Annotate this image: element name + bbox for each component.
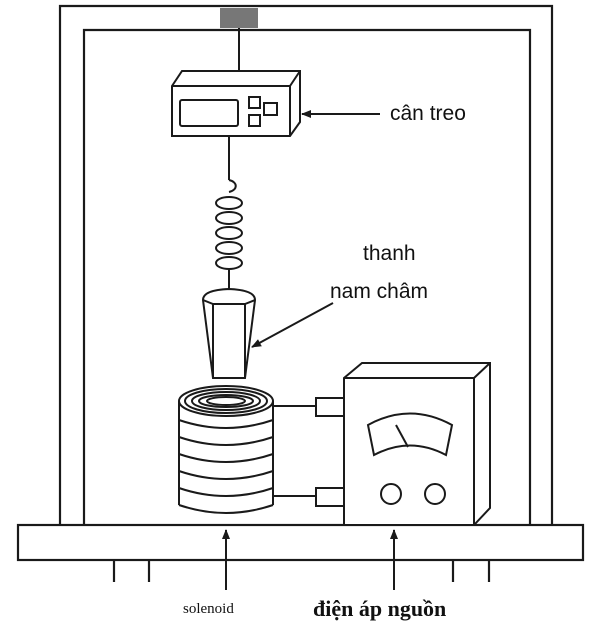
- base-plate: [16, 523, 585, 582]
- scale-button: [248, 114, 261, 127]
- arrow-magnet: [251, 302, 334, 348]
- terminal-top: [315, 397, 345, 417]
- scale-button: [263, 102, 278, 116]
- spring: [215, 179, 243, 290]
- knob-right: [424, 483, 446, 505]
- label-magnet-line2: nam châm: [330, 280, 428, 303]
- arrows: [222, 110, 398, 590]
- meter-needle: [395, 424, 409, 448]
- scale-display: [179, 99, 239, 127]
- meter-dial: [366, 412, 454, 457]
- hanging-scale: [171, 70, 301, 137]
- power-supply: [315, 362, 491, 526]
- scale-button: [248, 96, 261, 109]
- knob-left: [380, 483, 402, 505]
- label-power: điện áp nguồn: [313, 596, 446, 621]
- label-magnet-line1: thanh: [363, 242, 416, 265]
- bar-magnet: [201, 287, 257, 379]
- hanging-mount: [220, 8, 258, 28]
- support-frame: [58, 4, 554, 525]
- terminal-bottom: [315, 487, 345, 507]
- label-solenoid: solenoid: [183, 601, 234, 617]
- connecting-wires: [273, 405, 318, 497]
- solenoid-coil: [178, 385, 274, 514]
- label-scale: cân treo: [390, 102, 466, 125]
